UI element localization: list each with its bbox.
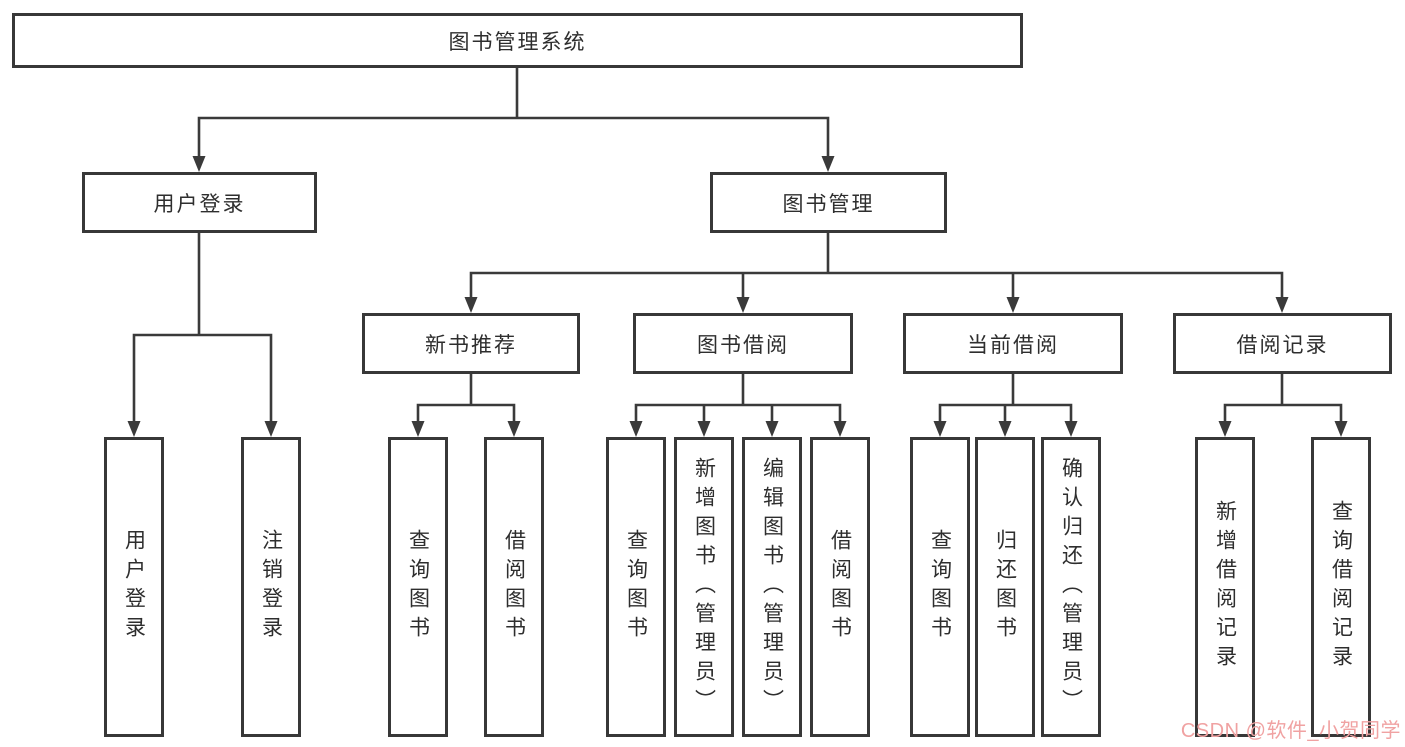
node-user-login: 用户登录: [82, 172, 317, 233]
leaf-query-books-current: 查询图书: [910, 437, 970, 737]
node-book-borrowing: 图书借阅: [633, 313, 853, 374]
leaf-edit-book-admin: 编辑图书（管理员）: [742, 437, 802, 737]
leaf-logout: 注销登录: [241, 437, 301, 737]
leaf-add-borrow-record: 新增借阅记录: [1195, 437, 1255, 737]
node-new-book-recommend: 新书推荐: [362, 313, 580, 374]
leaf-query-borrow-record: 查询借阅记录: [1311, 437, 1371, 737]
leaf-add-book-admin: 新增图书（管理员）: [674, 437, 734, 737]
node-current-borrowing: 当前借阅: [903, 313, 1123, 374]
csdn-watermark: CSDN @软件_小贺同学: [1180, 720, 1401, 742]
leaf-borrow-books-recommend: 借阅图书: [484, 437, 544, 737]
leaf-query-books-borrow: 查询图书: [606, 437, 666, 737]
leaf-borrow-books: 借阅图书: [810, 437, 870, 737]
leaf-confirm-return-admin: 确认归还（管理员）: [1041, 437, 1101, 737]
node-book-management: 图书管理: [710, 172, 947, 233]
leaf-return-books: 归还图书: [975, 437, 1035, 737]
leaf-user-login: 用户登录: [104, 437, 164, 737]
leaf-query-books-recommend: 查询图书: [388, 437, 448, 737]
node-root-library-system: 图书管理系统: [12, 13, 1023, 68]
node-borrowing-records: 借阅记录: [1173, 313, 1392, 374]
